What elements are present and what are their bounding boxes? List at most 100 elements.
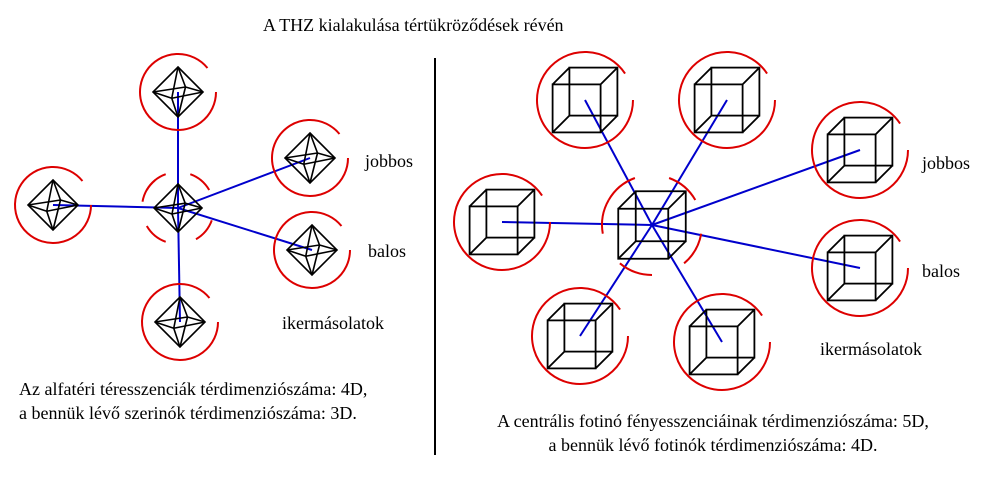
octahedron-edge (152, 86, 186, 93)
octahedron-edge (171, 183, 179, 215)
cube-edge (617, 190, 637, 210)
ring-arc (145, 173, 167, 191)
octahedron-edge (153, 202, 186, 209)
octahedron-edge (60, 199, 79, 206)
right-satellite (453, 173, 551, 271)
right-label-jobbos: jobbos (922, 153, 971, 173)
right-connector (579, 224, 653, 337)
left-center-node (141, 173, 213, 243)
cube-edge (874, 282, 894, 302)
right-label-balos: balos (922, 261, 960, 281)
cube-edge (594, 302, 614, 322)
ring-arc (619, 262, 653, 276)
cube-icon (826, 116, 894, 184)
cube-front-face (826, 133, 877, 184)
octahedron-edge (152, 91, 173, 100)
ring-arc (189, 173, 211, 191)
cube-edge (617, 240, 637, 260)
cube-edge (826, 234, 846, 254)
right-label-ikermasolatok: ikermásolatok (820, 339, 922, 359)
octahedron-edge (311, 244, 321, 276)
octahedron-icon (26, 178, 80, 232)
octahedron-icon (153, 295, 207, 349)
ring-arc (531, 287, 629, 385)
octahedron-edge (172, 327, 181, 348)
cube-back-face (485, 188, 536, 239)
cube-icon (617, 190, 687, 260)
ring-arc (453, 173, 551, 271)
octahedron-edge (304, 255, 313, 276)
octahedron-edge (317, 152, 336, 159)
cube-edge (667, 240, 687, 260)
left-caption-line1: Az alfatéri téresszenciák térdimenziószá… (19, 379, 368, 399)
left-satellite (273, 211, 351, 289)
octahedron-edge (284, 157, 305, 166)
right-connector (651, 224, 723, 343)
cube-front-face (551, 83, 602, 134)
cube-back-face (710, 66, 761, 117)
ring-arc (14, 166, 92, 244)
left-label-ikermasolatok: ikermásolatok (282, 313, 384, 333)
left-panel (14, 53, 351, 361)
cube-front-face (468, 205, 519, 256)
cube-edge (693, 66, 713, 86)
octahedron-edge (304, 224, 313, 257)
left-label-jobbos: jobbos (365, 151, 414, 171)
ring-arc (601, 199, 610, 234)
octahedron-edge (185, 86, 204, 93)
octahedron-edge (284, 152, 318, 159)
cube-front-face (693, 83, 744, 134)
cube-front-face (688, 325, 739, 376)
cube-edge (688, 308, 708, 328)
right-satellite (811, 219, 909, 317)
right-satellite (673, 293, 771, 391)
octahedron-icon (285, 223, 339, 277)
octahedron-edge (27, 204, 48, 213)
right-satellite (531, 287, 629, 385)
cube-front-face (617, 207, 670, 260)
cube-edge (741, 114, 761, 134)
octahedron-edge (302, 132, 311, 165)
octahedron-edge (170, 66, 179, 99)
left-satellite (139, 53, 217, 131)
right-panel (453, 51, 909, 391)
octahedron-edge (305, 249, 338, 258)
diagram-title: A THZ kialakulása tértükröződések révén (263, 15, 564, 35)
octahedron-edge (171, 91, 204, 100)
cube-edge (551, 66, 571, 86)
right-center-node (601, 177, 703, 276)
octahedron-edge (286, 244, 320, 251)
cube-edge (693, 114, 713, 134)
octahedron-edge (171, 207, 203, 215)
ring-arc (271, 119, 349, 197)
left-connector (177, 207, 181, 323)
cube-edge (599, 66, 619, 86)
octahedron-edge (52, 179, 62, 201)
cube-edge (874, 164, 894, 184)
octahedron-edge (45, 210, 54, 231)
octahedron-edge (309, 132, 319, 154)
ring-arc (141, 283, 219, 361)
cube-icon (468, 188, 536, 256)
cube-edge (874, 234, 894, 254)
cube-back-face (568, 66, 619, 117)
cube-front-face (826, 251, 877, 302)
cube-edge (736, 356, 756, 376)
octahedron-edge (319, 244, 338, 251)
cube-edge (468, 236, 488, 256)
ring-arc (811, 101, 909, 199)
octahedron-icon (283, 131, 337, 185)
octahedron-edge (172, 296, 181, 329)
cube-edge (826, 116, 846, 136)
left-connector (177, 157, 311, 209)
cube-edge (826, 164, 846, 184)
cube-edge (826, 282, 846, 302)
right-satellite (536, 51, 634, 149)
ring-arc (607, 177, 636, 201)
octahedron-edge (45, 179, 54, 212)
ring-arc (668, 177, 697, 201)
right-caption-line2: a bennük lévő fotinók térdimenziószáma: … (548, 435, 878, 455)
right-connector (651, 149, 861, 226)
cube-edge (546, 350, 566, 370)
cube-edge (667, 190, 687, 210)
